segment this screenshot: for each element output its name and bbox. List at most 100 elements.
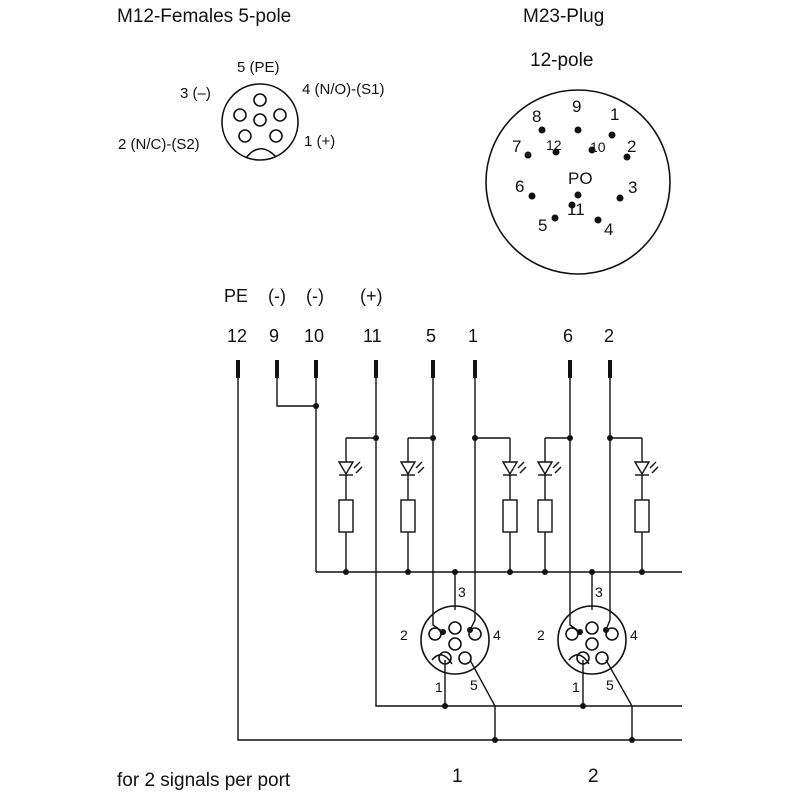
led-with-resistor — [501, 461, 527, 533]
footer-note: for 2 signals per port — [117, 770, 291, 791]
junction-dots — [313, 403, 645, 743]
pin-number-labels: 12 9 10 11 5 1 6 2 — [227, 326, 614, 346]
m12-pin5-label: 5 (PE) — [237, 59, 280, 76]
wiring-lines — [236, 360, 682, 741]
function-labels: PE (-) (-) (+) — [224, 286, 383, 306]
m23-pin-label: 7 — [512, 137, 521, 156]
m23-subtitle: 12-pole — [530, 50, 593, 71]
m23-pin-label: PO — [568, 169, 593, 188]
m23-pin-dot — [551, 214, 559, 222]
port-2-pin5-label: 5 — [606, 677, 614, 693]
junction-dot — [580, 703, 586, 709]
port-2-pin3-label: 3 — [595, 584, 603, 600]
pin-number-label: 9 — [269, 326, 279, 346]
function-label: (-) — [268, 286, 286, 306]
junction-dot — [373, 435, 379, 441]
m23-pin-dot — [528, 192, 536, 200]
m23-pin-label: 5 — [538, 216, 547, 235]
led-icon — [501, 461, 519, 476]
port-1-pin2-label: 2 — [400, 627, 408, 643]
junction-dot — [492, 737, 498, 743]
m23-pin-dot — [616, 194, 624, 202]
port-1-pin4-label: 4 — [493, 627, 501, 643]
m23-pin-label: 2 — [627, 137, 636, 156]
m23-pin-label: 12 — [546, 137, 562, 153]
resistor-icon — [634, 499, 650, 533]
port-2-pin2-label: 2 — [537, 627, 545, 643]
m23-pin-dot — [594, 216, 602, 224]
m23-connector-face — [485, 89, 671, 275]
port-2-connector — [557, 605, 627, 675]
junction-dot — [542, 569, 548, 575]
pin-number-label: 12 — [227, 326, 247, 346]
m23-pin-label: 4 — [604, 220, 613, 239]
led-resistor-components — [337, 461, 659, 533]
led-with-resistor — [633, 461, 659, 533]
led-icon — [633, 461, 651, 476]
junction-dot — [639, 569, 645, 575]
led-with-resistor — [337, 461, 363, 533]
led-icon — [337, 461, 355, 476]
port-1-number: 1 — [452, 766, 463, 787]
pin-number-label: 6 — [563, 326, 573, 346]
m12-pin3-label: 3 (–) — [180, 85, 211, 102]
function-label: (+) — [360, 286, 383, 306]
junction-dot — [607, 435, 613, 441]
led-with-resistor — [399, 461, 425, 533]
junction-dot — [507, 569, 513, 575]
resistor-icon — [502, 499, 518, 533]
m23-pin-dot — [552, 148, 560, 156]
pin-number-label: 11 — [363, 326, 382, 346]
junction-dot — [442, 703, 448, 709]
function-label: (-) — [306, 286, 324, 306]
m23-pin-dot — [574, 191, 582, 199]
m23-pin-label: 6 — [515, 177, 524, 196]
junction-dot — [405, 569, 411, 575]
port-1-pin1-label: 1 — [435, 679, 443, 695]
m12-connector-face — [221, 83, 299, 161]
junction-dot — [430, 435, 436, 441]
resistor-icon — [400, 499, 416, 533]
m23-pin-dot — [538, 126, 546, 134]
led-icon — [399, 461, 417, 476]
m23-pin-dot — [608, 131, 616, 139]
junction-dot — [589, 569, 595, 575]
m23-pin-label: 8 — [532, 107, 541, 126]
pin-number-label: 1 — [468, 326, 478, 346]
port-2-pin1-label: 1 — [572, 679, 580, 695]
m12-title: M12-Females 5-pole — [117, 6, 291, 27]
resistor-icon — [338, 499, 354, 533]
m23-pin-dot — [574, 126, 582, 134]
m23-pin-label: 9 — [572, 97, 581, 116]
junction-dot — [313, 403, 319, 409]
port-2-pin4-label: 4 — [630, 627, 638, 643]
port-2-number: 2 — [588, 766, 599, 787]
m12-pin4-label: 4 (N/O)-(S1) — [302, 81, 385, 98]
m12-pin1-label: 1 (+) — [304, 133, 335, 150]
led-icon — [536, 461, 554, 476]
m23-title: M23-Plug — [523, 6, 604, 27]
m23-pin-label: 1 — [610, 105, 619, 124]
junction-dot — [472, 435, 478, 441]
m23-pin-label: 11 — [567, 200, 585, 219]
m23-pin-dot — [623, 153, 631, 161]
pin-number-label: 5 — [426, 326, 436, 346]
m23-pin-dot — [588, 146, 596, 154]
port-1-connector — [420, 605, 490, 675]
port-1-pin5-label: 5 — [470, 677, 478, 693]
resistor-icon — [537, 499, 553, 533]
junction-dot — [343, 569, 349, 575]
m12-pin2-label: 2 (N/C)-(S2) — [118, 136, 200, 153]
led-with-resistor — [536, 461, 562, 533]
m23-pin-label: 10 — [590, 139, 606, 155]
m23-pin-dot — [524, 151, 532, 159]
function-label: PE — [224, 286, 248, 306]
port-1-pin3-label: 3 — [458, 584, 466, 600]
junction-dot — [567, 435, 573, 441]
pin-number-label: 10 — [304, 326, 324, 346]
junction-dot — [629, 737, 635, 743]
pin-number-label: 2 — [604, 326, 614, 346]
